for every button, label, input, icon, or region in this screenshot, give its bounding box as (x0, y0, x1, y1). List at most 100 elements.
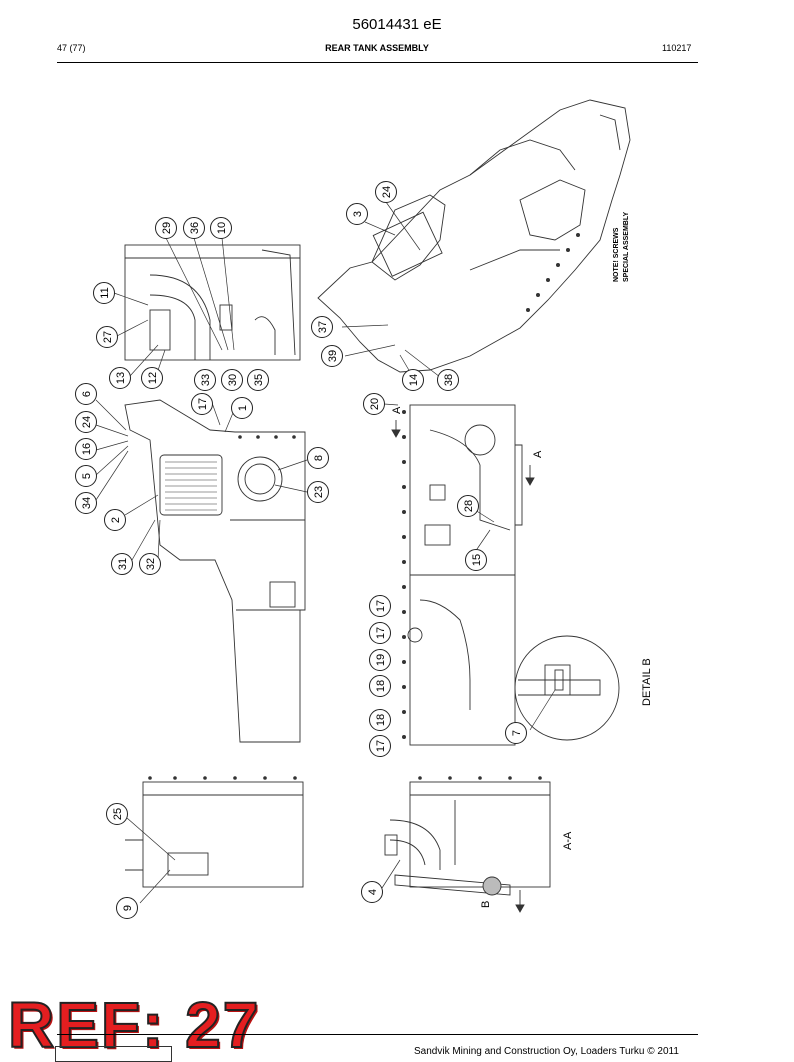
sandvik-logo (55, 1046, 172, 1062)
callout-label: 32 (145, 558, 157, 570)
ref-stamp: REF: 27 (7, 988, 261, 1062)
callout-c2: 2 (104, 509, 126, 531)
page-indicator: 47 (77) (57, 43, 86, 53)
callout-c23: 23 (307, 481, 329, 503)
callout-label: 18 (375, 714, 387, 726)
note-line1: NOTE! SCREWS (613, 227, 620, 282)
callout-label: 24 (81, 416, 93, 428)
callout-c15: 15 (465, 549, 487, 571)
callout-c25: 25 (106, 803, 128, 825)
callout-label: 17 (197, 398, 209, 410)
callout-c13: 13 (109, 367, 131, 389)
callout-c39: 39 (321, 345, 343, 367)
callout-label: 33 (200, 374, 212, 386)
callout-label: 37 (317, 321, 329, 333)
callout-c28: 28 (457, 495, 479, 517)
callout-label: 35 (253, 374, 265, 386)
detail-b-label: DETAIL B (641, 658, 653, 706)
callout-label: 20 (369, 398, 381, 410)
section-arrows (391, 420, 535, 913)
bottom-side-view (125, 781, 304, 888)
callout-c24b: 24 (75, 411, 97, 433)
callout-label: 34 (81, 497, 93, 509)
tank-rear-view (407, 404, 523, 746)
callout-label: 39 (327, 350, 339, 362)
callout-label: 7 (511, 730, 523, 736)
callout-label: 14 (408, 374, 420, 386)
callout-c33: 33 (194, 369, 216, 391)
callout-c17a: 17 (191, 393, 213, 415)
footer-rule (57, 1034, 698, 1035)
callout-label: 4 (367, 889, 379, 895)
callout-label: 6 (81, 391, 93, 397)
callout-label: 36 (189, 222, 201, 234)
callout-label: 11 (99, 287, 111, 298)
callout-label: 1 (237, 405, 249, 411)
header-rule (57, 62, 698, 63)
callout-c11: 11 (93, 282, 115, 304)
callout-label: 19 (375, 654, 387, 666)
callout-c8: 8 (307, 447, 329, 469)
callout-c3: 3 (346, 203, 368, 225)
callout-label: 30 (227, 374, 239, 386)
document-number: 56014431 eE (352, 16, 442, 33)
callout-label: 29 (161, 222, 173, 234)
callout-c18b: 18 (369, 709, 391, 731)
callout-c14: 14 (402, 369, 424, 391)
callout-c17c: 17 (369, 622, 391, 644)
callout-label: 8 (313, 455, 325, 461)
callout-c31: 31 (111, 553, 133, 575)
callout-label: 5 (81, 473, 93, 479)
leader-lines (95, 201, 556, 904)
callout-label: 25 (112, 808, 124, 820)
note-line2: SPECIAL ASSEMBLY (623, 212, 630, 282)
section-marker-a-right: A (532, 450, 544, 458)
callout-label: 38 (443, 374, 455, 386)
callout-c24a: 24 (375, 181, 397, 203)
section-aa-view (384, 781, 551, 896)
callout-c36: 36 (183, 217, 205, 239)
callout-label: 24 (381, 186, 393, 198)
callout-c34: 34 (75, 492, 97, 514)
callout-c16: 16 (75, 438, 97, 460)
section-marker-a-top: A (391, 406, 403, 414)
callout-c1: 1 (231, 397, 253, 419)
callout-c38: 38 (437, 369, 459, 391)
callout-label: 12 (147, 372, 159, 384)
callout-c6: 6 (75, 383, 97, 405)
section-marker-b: B (480, 901, 492, 908)
callout-c7: 7 (505, 722, 527, 744)
section-aa-label: A-A (562, 831, 574, 850)
callout-c35: 35 (247, 369, 269, 391)
callout-label: 18 (375, 680, 387, 692)
side-view-top (124, 244, 301, 361)
bolt-markers (148, 233, 580, 780)
callout-label: 31 (117, 558, 129, 570)
callout-label: 17 (375, 600, 387, 612)
callout-label: 17 (375, 740, 387, 752)
callout-label: 10 (216, 222, 228, 234)
callout-c27: 27 (96, 326, 118, 348)
callout-label: 23 (313, 486, 325, 498)
callout-c10: 10 (210, 217, 232, 239)
callout-c17d: 17 (369, 735, 391, 757)
callout-c9: 9 (116, 897, 138, 919)
callout-label: 2 (110, 517, 122, 523)
callout-label: 9 (122, 905, 134, 911)
callout-label: 13 (115, 372, 127, 384)
callout-label: 17 (375, 627, 387, 639)
callout-label: 28 (463, 500, 475, 512)
callout-label: 27 (102, 331, 114, 343)
callout-c30: 30 (221, 369, 243, 391)
callout-c12: 12 (141, 367, 163, 389)
callout-c19: 19 (369, 649, 391, 671)
callout-c29: 29 (155, 217, 177, 239)
callout-c20: 20 (363, 393, 385, 415)
callout-c32: 32 (139, 553, 161, 575)
revision-date: 110217 (662, 43, 692, 53)
footer-copyright: Sandvik Mining and Construction Oy, Load… (414, 1046, 679, 1057)
page-title: REAR TANK ASSEMBLY (325, 43, 429, 53)
isometric-frame-view (317, 99, 631, 373)
